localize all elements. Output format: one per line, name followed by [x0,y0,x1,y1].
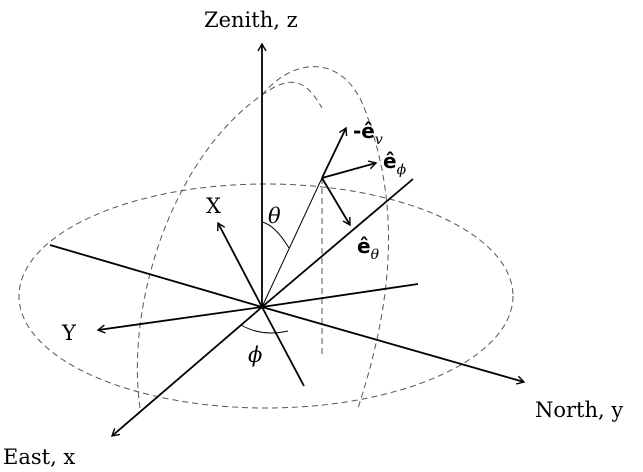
theta-arc [261,221,290,249]
phi-arc [240,324,289,334]
e-phi-label: êϕ [383,149,407,178]
e-phi-hat: ê [383,149,397,173]
e-phi-subscript: ϕ [397,162,407,178]
e-phi-vector [321,160,378,179]
north-axis [261,306,526,385]
north-axis-negative [49,244,263,308]
e-theta-label: êθ [357,234,380,263]
x-axis [217,221,263,308]
x-axis-label: X [206,194,221,218]
north-label: North, y [535,398,623,422]
y-axis [96,306,263,334]
east-label: East, x [3,445,75,469]
e-v-hat: -ê [353,119,375,143]
east-axis [110,306,263,437]
theta-label: θ [268,204,281,228]
y-axis-negative [261,283,419,308]
e-theta-vector [321,177,351,227]
radial-line [261,177,323,308]
e-v-vector [321,126,348,179]
zenith-label: Zenith, z [204,8,298,32]
meridian-arc-right [261,66,389,409]
e-theta-hat: ê [357,234,371,258]
meridian-arc-left [136,81,323,409]
x-axis-negative [261,306,305,387]
e-v-label: -êv [353,119,383,148]
horizon-ellipse [18,183,514,409]
e-v-subscript: v [375,132,383,148]
east-axis-negative [261,178,414,308]
y-axis-label: Y [61,321,77,345]
e-theta-subscript: θ [371,247,380,263]
phi-label: ϕ [248,343,262,367]
